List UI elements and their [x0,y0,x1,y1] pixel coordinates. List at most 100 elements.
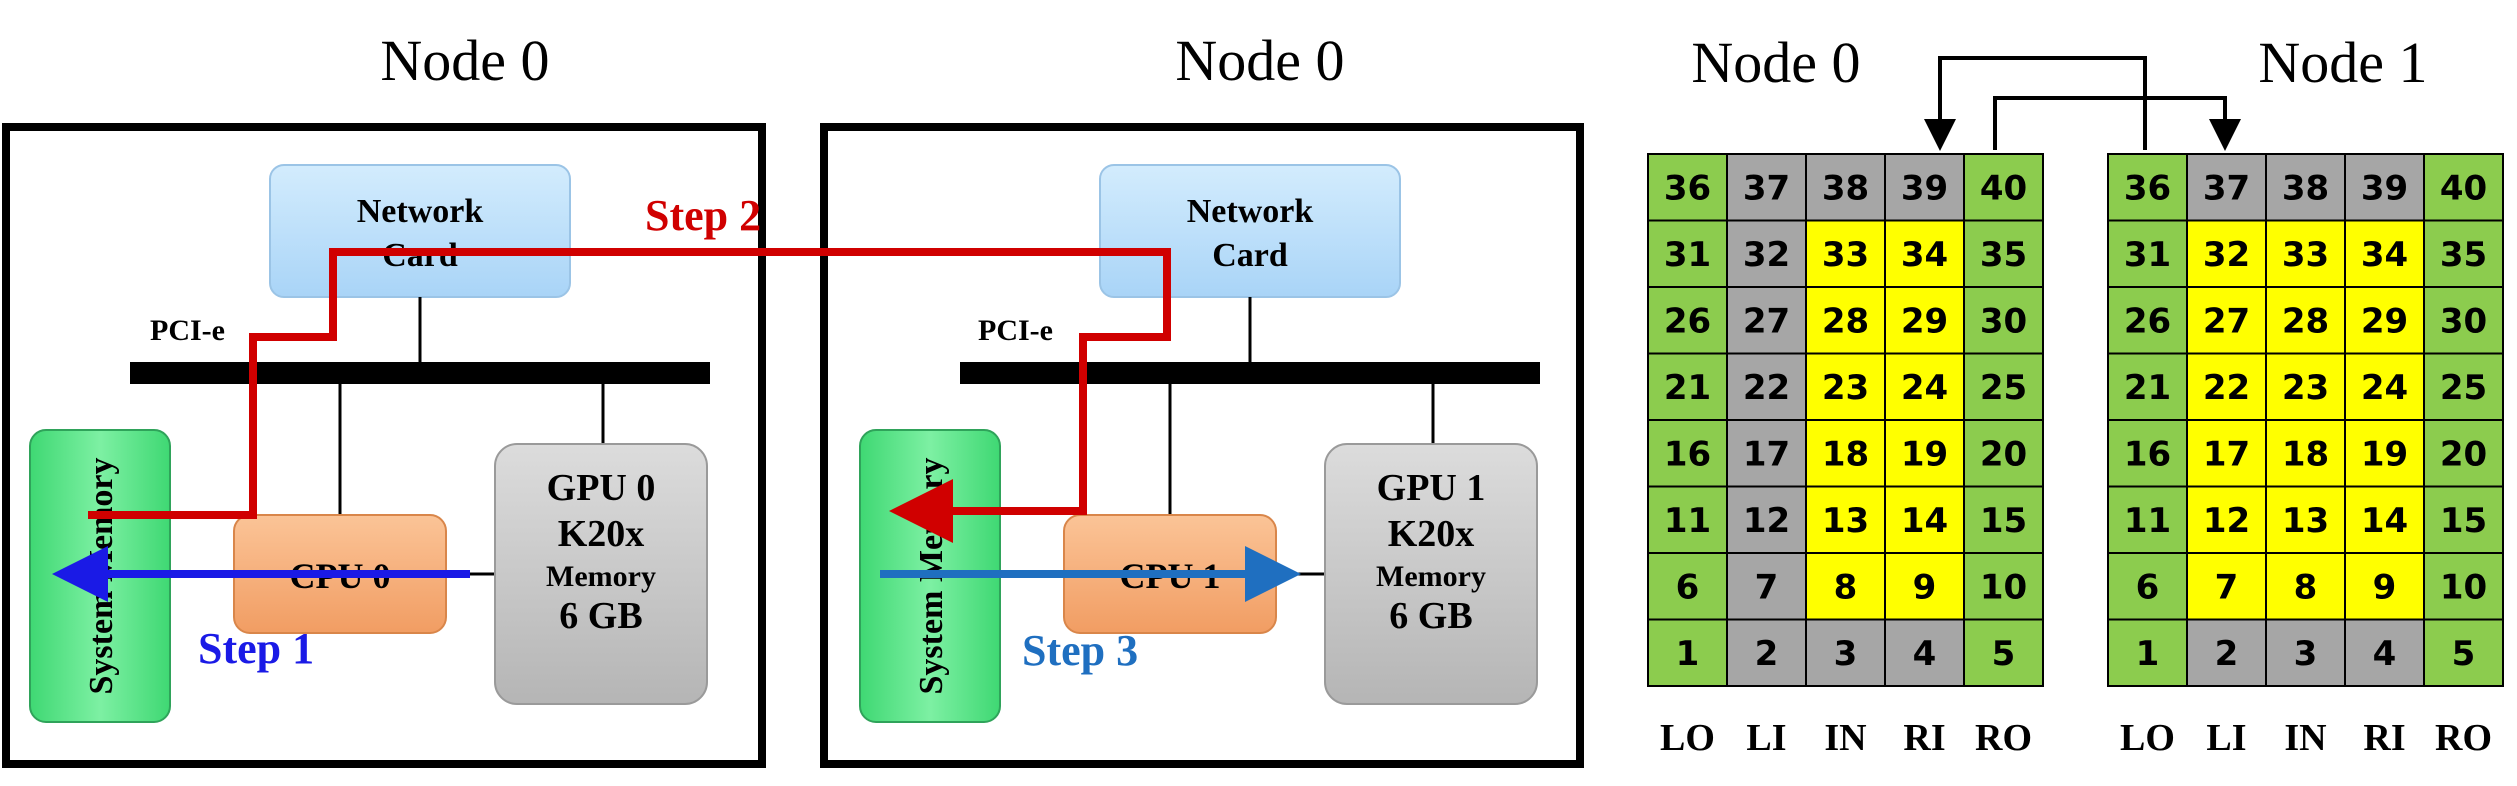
grid-cell-label: 18 [1822,434,1869,474]
grid-cell [2265,219,2346,288]
connection-arrow [1993,96,2241,151]
grid-cell-label: 12 [1743,501,1790,541]
grid-cell-label: 15 [1980,501,2027,541]
grid-cell [1805,286,1886,355]
grid-cell [2344,286,2425,355]
grid-cell-label: 38 [2282,168,2329,208]
grid-cell-label: 23 [1822,368,1869,408]
grid-cell-label: 4 [2373,634,2397,674]
grid-cell [2423,552,2504,621]
grid-cell-label: 35 [2440,235,2487,275]
grid-cell [2423,618,2504,687]
grid-cell-label: 31 [2124,235,2171,275]
grid-cell-label: 38 [1822,168,1869,208]
grid-cell-label: 20 [2440,434,2487,474]
grid-cell [1963,552,2044,621]
grid-cell-label: 15 [2440,501,2487,541]
grid-cell-label: 40 [2440,168,2487,208]
grid-cell [2107,352,2188,421]
step2-path [88,248,1171,543]
grid-cell-label: 21 [1664,368,1711,408]
grid-cell-label: 2 [2215,634,2239,674]
node-title: Node 0 [1175,28,1344,93]
grid-cell [2186,286,2267,355]
grid-title: Node 1 [2258,30,2427,95]
network-card [269,164,571,298]
grid-cell-label: 40 [1980,168,2027,208]
grid-cell-label: 39 [2361,168,2408,208]
node-frame [2,123,766,768]
grid-cell-label: 3 [2294,634,2318,674]
pcie-label: PCI-e [150,314,225,347]
grid-column-label: LI [1746,717,1786,759]
grid-cell-label: 9 [2373,567,2397,607]
grid-cell [1884,419,1965,488]
grid-cell [2107,618,2188,687]
node-title: Node 0 [380,28,549,93]
network-card [1099,164,1401,298]
gpu-label: Memory [1376,560,1486,593]
grid-cell-label: 24 [1901,368,1948,408]
grid-column-label: IN [2284,717,2326,759]
grid-cell-label: 31 [1664,235,1711,275]
grid-cell-label: 18 [2282,434,2329,474]
gpu-label: K20x [1388,513,1475,555]
step1-label: Step 1 [198,624,314,673]
grid-cell-label: 33 [2282,235,2329,275]
grid-cell-label: 6 [2136,567,2160,607]
grid-cell-label: 4 [1913,634,1937,674]
grid-cell-label: 36 [2124,168,2171,208]
grid-column-label: RO [1975,717,2032,759]
grid-cell-label: 35 [1980,235,2027,275]
grid-cell [2186,352,2267,421]
grid-cell-label: 22 [2203,368,2250,408]
grid-cell [2344,153,2425,222]
grid-cell-label: 20 [1980,434,2027,474]
gpu-label: K20x [558,513,645,555]
grid-cell-label: 27 [2203,301,2250,341]
grid-cell-label: 11 [1664,501,1711,541]
grid-cell-label: 33 [1822,235,1869,275]
grid-cell-label: 6 [1676,567,1700,607]
pcie-label: PCI-e [978,314,1053,347]
grid-cell-label: 8 [2294,567,2318,607]
grid-cell-label: 37 [1743,168,1790,208]
step2-label: Step 2 [645,191,761,240]
grid-cell-label: 26 [2124,301,2171,341]
grid-cell [1884,618,1965,687]
grid-cell-label: 11 [2124,501,2171,541]
grid-cell-label: 17 [1743,434,1790,474]
grid-cell [1963,618,2044,687]
grid-cell [2344,419,2425,488]
grid-cell [1963,352,2044,421]
grid-cell [1805,153,1886,222]
grid-cell-label: 10 [1980,567,2027,607]
grid-cell-label: 25 [2440,368,2487,408]
grid-cell [1647,286,1728,355]
grid-cell-label: 14 [1901,501,1948,541]
grid-cell-label: 25 [1980,368,2027,408]
grid-cell-label: 39 [1901,168,1948,208]
gpu-label: Memory [546,560,656,593]
grid-cell [1884,219,1965,288]
grid-cell-label: 1 [2136,634,2160,674]
grid-cell-label: 19 [2361,434,2408,474]
grid-cell-label: 7 [2215,567,2239,607]
grid-cell-label: 30 [1980,301,2027,341]
grid-cell-label: 36 [1664,168,1711,208]
grid-cell-label: 34 [2361,235,2408,275]
grid-cell-label: 32 [2203,235,2250,275]
network-card-label: Card [1212,237,1288,274]
gpu-box [494,443,708,705]
grid-cell-label: 9 [1913,567,1937,607]
grid-cell [2186,153,2267,222]
node-diagram-right: Node 0 Network Card PCI-e System Memory … [820,28,1584,768]
grid-cell [2344,485,2425,554]
grid-cell-label: 1 [1676,634,1700,674]
grid-cell-label: 24 [2361,368,2408,408]
grid-cell-label: 28 [2282,301,2329,341]
